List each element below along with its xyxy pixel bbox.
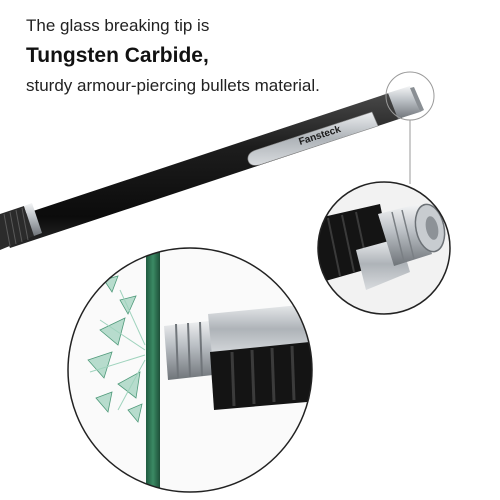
zoom-glass-breaking (68, 248, 312, 492)
zoom-circle-right (317, 181, 451, 315)
glass-pane (146, 248, 160, 492)
zoom-pen-body (210, 340, 312, 410)
caption-line-1: The glass breaking tip is (26, 16, 210, 35)
caption-line-2-material: Tungsten Carbide, (26, 44, 209, 67)
knurl-texture (3, 207, 29, 247)
pen-tip-collar (388, 86, 420, 119)
caption-line-3: sturdy armour-piercing bullets material. (26, 76, 320, 95)
zoom-circle-big (67, 247, 313, 493)
pen-clip (247, 111, 379, 166)
pen-ring-left (24, 203, 42, 236)
pen-main: Fansteck (0, 86, 424, 250)
pen-body (0, 92, 402, 248)
zoom-tip-detail (318, 182, 450, 314)
